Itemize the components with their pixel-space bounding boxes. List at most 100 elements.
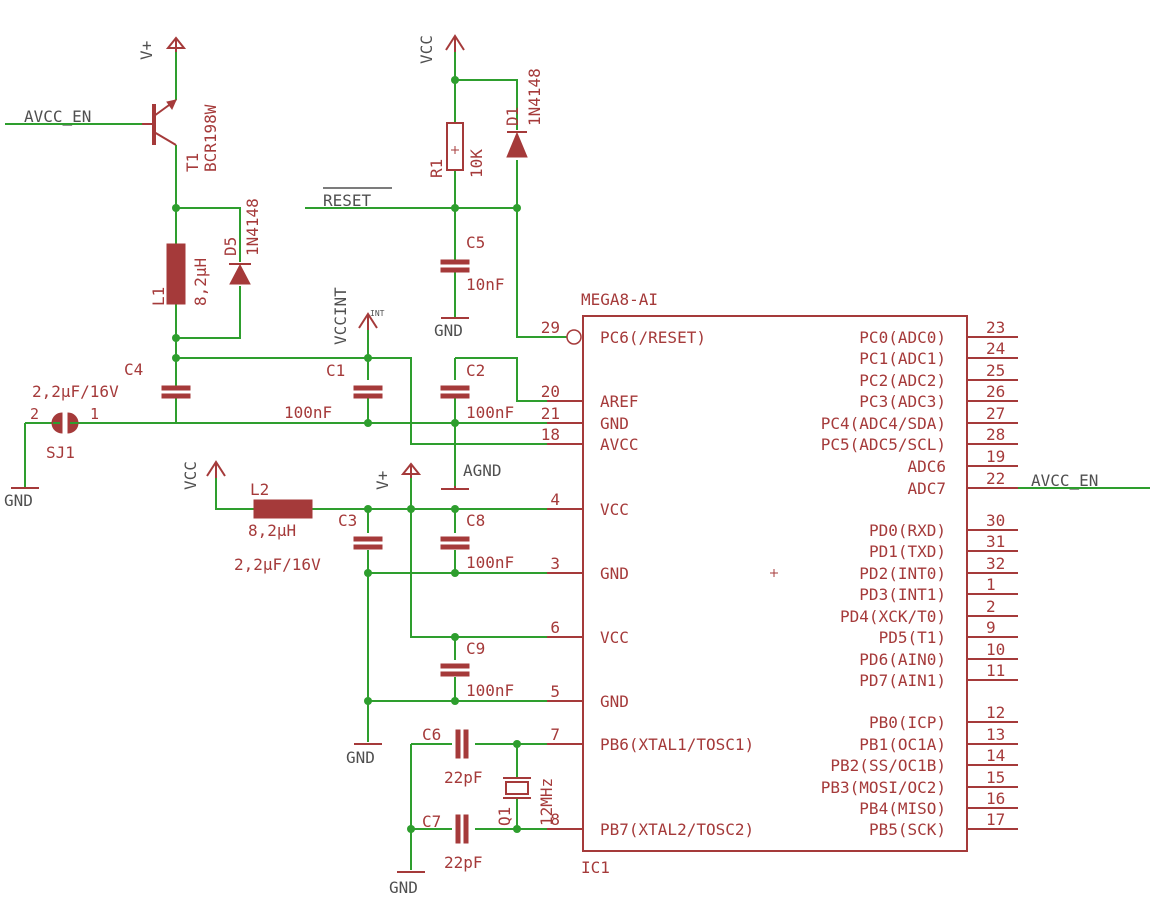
c9-name: C9 xyxy=(466,639,485,658)
ic-pin-label: PC4(ADC4/SDA) xyxy=(821,414,946,433)
ic-left-pin-lines xyxy=(547,400,583,830)
c3-value: 2,2µF/16V xyxy=(234,555,321,574)
ic-value: MEGA8-AI xyxy=(581,290,658,309)
vccint-symbol xyxy=(358,312,378,330)
ic-pin-label: AREF xyxy=(600,392,639,411)
ic-pin-number: 2 xyxy=(986,597,996,616)
capacitor-c2 xyxy=(440,385,470,399)
ic-pin-number: 25 xyxy=(986,361,1005,380)
c6-value: 22pF xyxy=(444,768,483,787)
ic-pin-label: PD1(TXD) xyxy=(869,542,946,561)
ic-pin-label: GND xyxy=(600,692,629,711)
diode-d5 xyxy=(229,263,251,285)
ic-pin-number: 31 xyxy=(986,532,1005,551)
ic-pin-number: 27 xyxy=(986,404,1005,423)
ic-pin-label: PB2(SS/OC1B) xyxy=(830,756,946,775)
q1-name: Q1 xyxy=(495,807,514,826)
wires xyxy=(5,52,1150,870)
ic-pin-number: 21 xyxy=(541,404,560,423)
ic-pin-number: 3 xyxy=(550,554,560,573)
c6-name: C6 xyxy=(422,725,441,744)
ic-pin-label: PB5(SCK) xyxy=(869,820,946,839)
ic-pin-number: 22 xyxy=(986,469,1005,488)
label-avcc-en-left: AVCC_EN xyxy=(24,107,91,126)
c7-name: C7 xyxy=(422,812,441,831)
ic-pin-label: PD3(INT1) xyxy=(859,585,946,604)
ic-pin-label: PD7(AIN1) xyxy=(859,671,946,690)
ic-pin-number: 29 xyxy=(541,318,560,337)
ic-pin-number: 18 xyxy=(541,425,560,444)
vcc-top-symbol xyxy=(445,34,465,52)
c5-value: 10nF xyxy=(466,275,505,294)
ic-pin-number: 5 xyxy=(550,682,560,701)
label-gnd-sj1: GND xyxy=(4,491,33,510)
c4-value: 2,2µF/16V xyxy=(32,382,119,401)
label-gnd-mid: GND xyxy=(346,748,375,767)
vplus-top-symbol xyxy=(165,36,187,52)
ic-pin-label: PB6(XTAL1/TOSC1) xyxy=(600,735,754,754)
ic-mega8 xyxy=(566,315,968,852)
ic-pin-label: PD2(INT0) xyxy=(859,564,946,583)
ic-pin-label: PC3(ADC3) xyxy=(859,392,946,411)
capacitor-c8 xyxy=(440,536,470,550)
capacitor-c3 xyxy=(353,536,383,550)
label-avcc-en-right: AVCC_EN xyxy=(1031,471,1098,490)
ic-pin-number: 4 xyxy=(550,490,560,509)
ic-pin-number: 24 xyxy=(986,339,1005,358)
inductor-l2 xyxy=(253,499,313,519)
ic-pin-label: VCC xyxy=(600,628,629,647)
ic-pin-label: PC6(/RESET) xyxy=(600,328,706,347)
ic-pin-number: 11 xyxy=(986,661,1005,680)
ic-pin-label: GND xyxy=(600,414,629,433)
label-gnd-bottom: GND xyxy=(389,878,418,897)
ic-pin-number: 7 xyxy=(550,725,560,744)
sj1-name: SJ1 xyxy=(46,443,75,462)
c7-value: 22pF xyxy=(444,853,483,872)
c5-name: C5 xyxy=(466,233,485,252)
ic-pin-label: PD0(RXD) xyxy=(869,521,946,540)
d1-value: 1N4148 xyxy=(525,68,544,126)
l1-value: 8,2µH xyxy=(191,258,210,306)
label-reset: RESET xyxy=(323,191,372,210)
ic-pin-label: PD4(XCK/T0) xyxy=(840,607,946,626)
ic-pin-label: PB7(XTAL2/TOSC2) xyxy=(600,820,754,839)
crystal-q1 xyxy=(503,777,531,799)
resistor-r1 xyxy=(446,122,464,171)
label-vplus-mid: V+ xyxy=(373,471,392,490)
c8-name: C8 xyxy=(466,511,485,530)
label-vccint: VCCINT xyxy=(331,287,350,345)
ic-pin-number: 8 xyxy=(550,810,560,829)
ic-pin-label: PD6(AIN0) xyxy=(859,650,946,669)
q1-value: 12MHz xyxy=(537,778,556,826)
ic-pin-label: PC1(ADC1) xyxy=(859,349,946,368)
r1-name: R1 xyxy=(427,159,446,178)
c1-value: 100nF xyxy=(284,403,332,422)
ic-pin-label: PB4(MISO) xyxy=(859,799,946,818)
vcc-left-symbol xyxy=(206,460,226,478)
c4-name: C4 xyxy=(124,360,143,379)
label-agnd: AGND xyxy=(463,461,502,480)
ic-pin-label: PD5(T1) xyxy=(879,628,946,647)
ic-pin-number: 20 xyxy=(541,382,560,401)
ic-pin-label: AVCC xyxy=(600,435,639,454)
label-int-tag: INT xyxy=(370,309,385,318)
label-vplus-top: V+ xyxy=(137,41,156,60)
ic-pin-number: 14 xyxy=(986,746,1005,765)
label-gnd-c5: GND xyxy=(434,321,463,340)
ic-pin-number: 23 xyxy=(986,318,1005,337)
ic-name: IC1 xyxy=(581,858,610,877)
capacitor-c6 xyxy=(455,729,469,759)
c2-value: 100nF xyxy=(466,403,514,422)
ic-pin-number: 19 xyxy=(986,447,1005,466)
ic-left-pins: PC6(/RESET) 29 AREF 20 GND 21 AVCC 18 VC… xyxy=(541,318,754,839)
ic-pin-number: 9 xyxy=(986,618,996,637)
capacitor-c7 xyxy=(455,814,469,844)
agnd-symbol xyxy=(441,486,469,490)
ic-pin-number: 32 xyxy=(986,554,1005,573)
ic-pin-number: 10 xyxy=(986,640,1005,659)
net-labels: AVCC_EN AVCC_EN RESET AGND GND GND GND G… xyxy=(4,35,1098,897)
ic-pin-label: PC2(ADC2) xyxy=(859,371,946,390)
d5-name: D5 xyxy=(221,237,240,256)
ic-pin-label: PB0(ICP) xyxy=(869,713,946,732)
